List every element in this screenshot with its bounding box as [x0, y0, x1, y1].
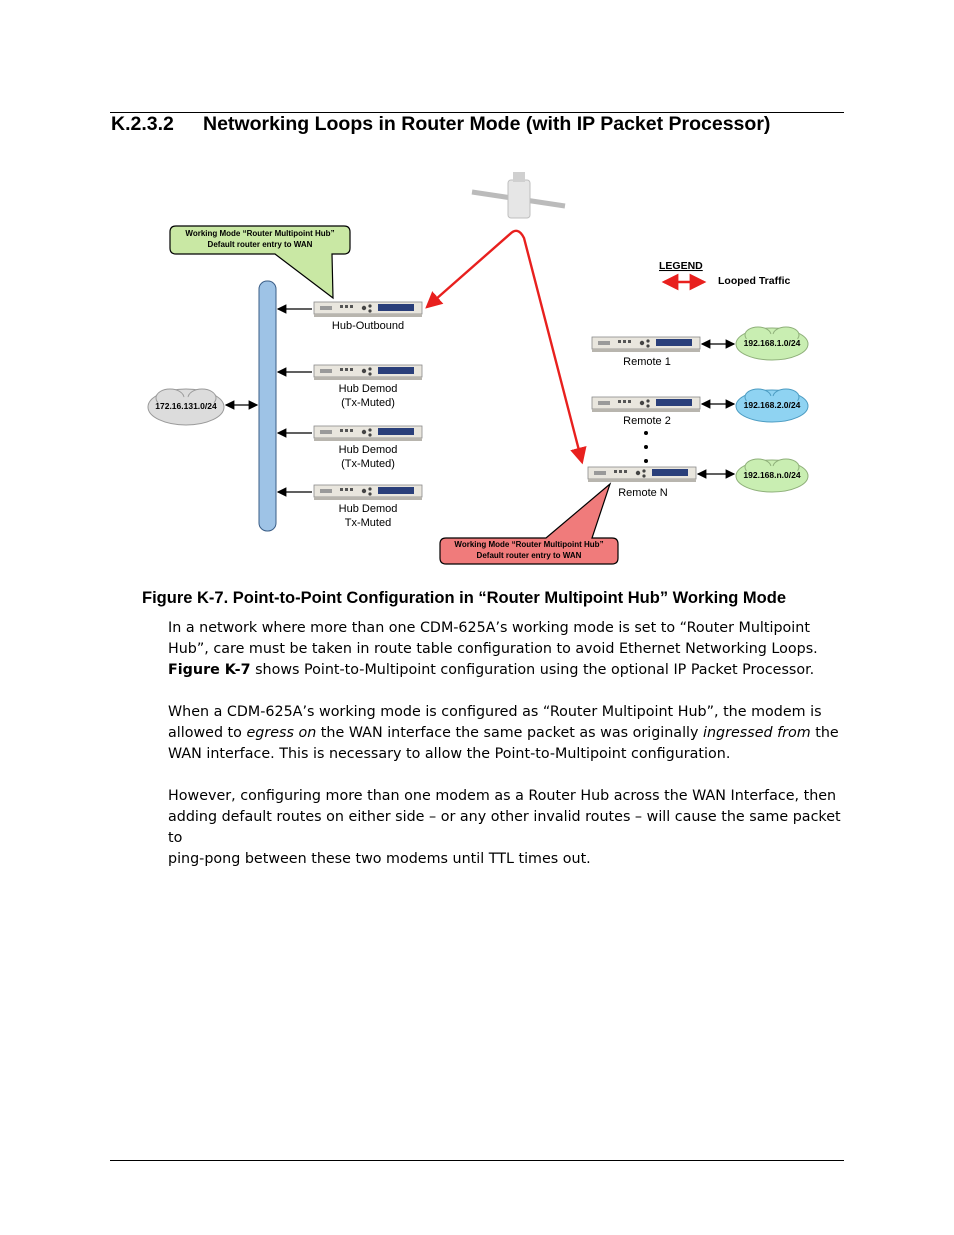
italic-term: egress on — [246, 725, 316, 741]
network-diagram: Working Mode “Router Multipoint Hub” Def… — [140, 158, 820, 578]
remote-label: Remote 2 — [623, 415, 671, 427]
hub-demod-label: Hub Demod — [339, 444, 398, 456]
section-number: K.2.3.2 — [111, 113, 203, 136]
figure-caption: Figure K-7. Point-to-Point Configuration… — [142, 589, 786, 608]
text-line: However, configuring more than one modem… — [168, 786, 848, 807]
remote-modem — [588, 467, 696, 482]
remote-label: Remote N — [618, 487, 668, 499]
remote-modem — [592, 397, 700, 412]
remote-cloud: 192.168.n.0/24 — [736, 459, 808, 492]
text-line: adding default routes on either side – o… — [168, 807, 848, 849]
callout-bottom: Working Mode “Router Multipoint Hub” Def… — [440, 484, 618, 564]
hub-demod-sublabel: (Tx-Muted) — [341, 397, 395, 409]
hub-demod-sublabel: (Tx-Muted) — [341, 458, 395, 470]
remote-cloud-label: 192.168.n.0/24 — [743, 470, 800, 480]
lan-cloud-label: 172.16.131.0/24 — [155, 401, 217, 411]
hub-demod-label: Hub Demod — [339, 383, 398, 395]
lan-cloud: 172.16.131.0/24 — [148, 389, 224, 425]
text-line: Hub”, care must be taken in route table … — [168, 639, 848, 660]
ellipsis-dots — [644, 431, 648, 463]
legend-item: Looped Traffic — [718, 275, 790, 287]
callout-top-line1: Working Mode “Router Multipoint Hub” — [185, 229, 334, 238]
hub-demod-sublabel: Tx-Muted — [345, 517, 391, 529]
remote-cloud-label: 192.168.1.0/24 — [744, 338, 801, 348]
remote-cloud-label: 192.168.2.0/24 — [744, 400, 801, 410]
text-line: Figure K-7 shows Point-to-Multipoint con… — [168, 660, 848, 681]
figure-reference: Figure K-7 — [168, 662, 251, 678]
hub-demod-modem — [314, 485, 422, 500]
remote-cloud: 192.168.2.0/24 — [736, 389, 808, 422]
hub-outbound-label: Hub-Outbound — [332, 320, 404, 332]
section-title: Networking Loops in Router Mode (with IP… — [203, 113, 770, 135]
text-line: ping-pong between these two modems until… — [168, 849, 848, 870]
hub-demod-modem — [314, 426, 422, 441]
remote-modem — [592, 337, 700, 352]
callout-top-line2: Default router entry to WAN — [208, 240, 313, 249]
paragraph-1: In a network where more than one CDM-625… — [168, 618, 848, 681]
remote-cloud: 192.168.1.0/24 — [736, 327, 808, 360]
hub-demod-label: Hub Demod — [339, 503, 398, 515]
hub-outbound-modem — [314, 302, 422, 317]
hub-demod-modem — [314, 365, 422, 380]
callout-bottom-line1: Working Mode “Router Multipoint Hub” — [454, 540, 603, 549]
italic-term: ingressed from — [703, 725, 811, 741]
satellite-icon — [472, 172, 565, 218]
legend-title: LEGEND — [659, 260, 703, 272]
lan-bar — [259, 281, 276, 531]
remote-label: Remote 1 — [623, 356, 671, 368]
text-line: allowed to egress on the WAN interface t… — [168, 723, 848, 744]
legend: LEGEND Looped Traffic — [659, 260, 790, 287]
text-line: When a CDM-625A’s working mode is config… — [168, 702, 848, 723]
bottom-rule — [110, 1160, 844, 1161]
callout-bottom-line2: Default router entry to WAN — [477, 551, 582, 560]
looped-traffic-arrow — [427, 231, 582, 462]
paragraph-3: However, configuring more than one modem… — [168, 786, 848, 870]
text-line: WAN interface. This is necessary to allo… — [168, 744, 848, 765]
paragraph-2: When a CDM-625A’s working mode is config… — [168, 702, 848, 765]
text-line: In a network where more than one CDM-625… — [168, 618, 848, 639]
